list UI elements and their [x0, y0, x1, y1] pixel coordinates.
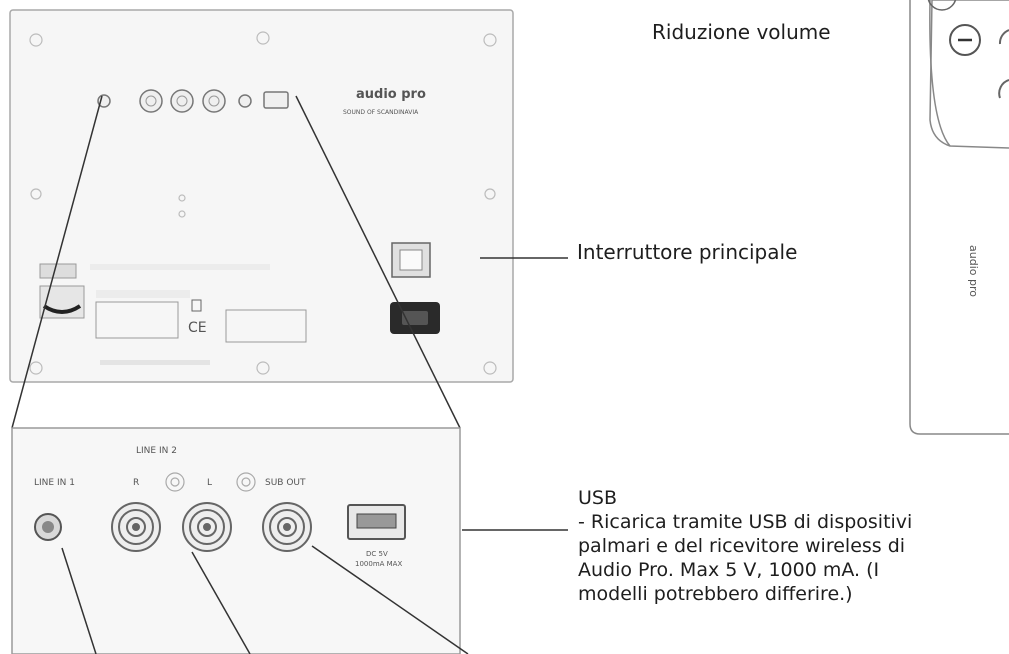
zoom-lines — [11, 95, 461, 429]
line-in-1-jack — [34, 513, 62, 541]
rca-l-jack — [182, 502, 232, 552]
panel-brand-tagline: SOUND OF SCANDINAVIA — [343, 109, 419, 116]
back-panel-frame — [9, 9, 514, 383]
leader-line-in-1 — [61, 547, 97, 654]
callout-volume-down: Riduzione volume — [652, 20, 831, 44]
usb-port-small — [263, 91, 289, 109]
label-line-in-1: LINE IN 1 — [34, 478, 75, 488]
remote-brand-text: audio pro — [967, 245, 980, 297]
remote-control: audio pro — [909, 0, 1009, 435]
speaker-back-panel: audio pro SOUND OF SCANDINAVIA CE — [9, 9, 514, 383]
remote-body-outline — [909, 0, 1009, 435]
volume-down-button — [949, 24, 981, 56]
usb-rating-2: 1000mA MAX — [355, 560, 402, 568]
leader-sub-out — [311, 545, 469, 654]
rca-l-small — [170, 89, 194, 113]
enlarged-panel-frame — [11, 427, 461, 654]
leader-line-in-2 — [191, 551, 251, 654]
usb-title: USB — [578, 487, 618, 509]
enlarged-connector-panel: LINE IN 2 LINE IN 1 R L SUB OUT — [11, 427, 461, 654]
product-labels — [39, 263, 307, 365]
label-l: L — [207, 478, 212, 488]
usb-desc-line-2: palmari e del ricevitore wireless di — [578, 535, 906, 557]
weee-icon — [191, 299, 202, 312]
top-connectors — [97, 89, 289, 113]
callout-main-switch: Interruttore principale — [577, 240, 798, 264]
label-line-in-2: LINE IN 2 — [136, 446, 177, 456]
panel-screws — [29, 31, 497, 375]
remote-button-top — [927, 0, 957, 11]
ce-mark: CE — [188, 320, 207, 336]
usb-desc-line-3: Audio Pro. Max 5 V, 1000 mA. (I — [578, 559, 880, 581]
rca-r-small — [139, 89, 163, 113]
usb-rating-1: DC 5V — [366, 550, 388, 558]
sub-out-small — [202, 89, 226, 113]
panel-brand-logo: audio pro — [356, 87, 426, 102]
callout-leaders — [61, 257, 568, 654]
usb-desc-line-4: modelli potrebbero differire.) — [578, 583, 853, 605]
usb-port — [347, 504, 406, 540]
rca-r-jack — [111, 502, 161, 552]
label-sub-out: SUB OUT — [265, 478, 306, 488]
label-r: R — [133, 478, 139, 488]
callout-usb: USB - Ricarica tramite USB di dispositiv… — [578, 486, 1008, 606]
usb-desc-line-1: - Ricarica tramite USB di dispositivi — [578, 511, 913, 533]
power-socket — [390, 302, 440, 334]
sub-out-jack — [262, 502, 312, 552]
power-switch — [391, 242, 431, 278]
